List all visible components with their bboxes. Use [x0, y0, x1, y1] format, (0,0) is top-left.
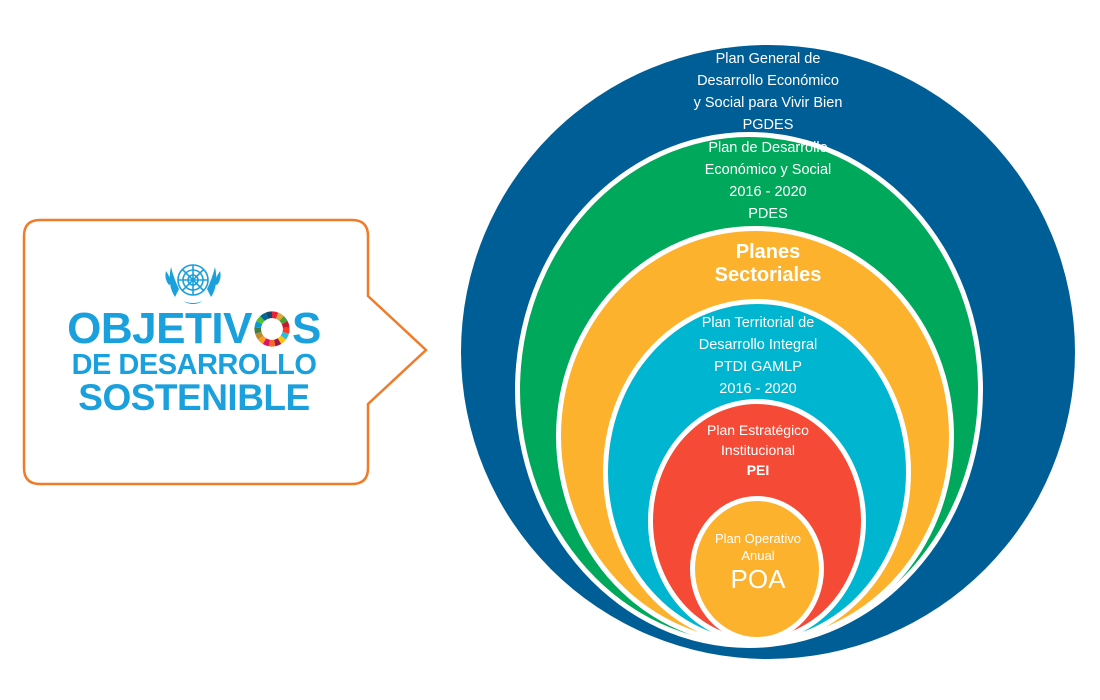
sdg-wheel-segment [260, 312, 269, 322]
logo-text-objetiv: OBJETIV [67, 304, 252, 353]
sdg-wheel-segment [280, 331, 289, 340]
logo-line-de-desarrollo: DE DESARROLLO [71, 349, 317, 381]
sdg-wheel-segment [256, 316, 265, 325]
sdg-wheel-segment [254, 327, 262, 334]
label-ptdi-line: Desarrollo Integral [698, 337, 818, 353]
sdg-wheel-segment [257, 335, 267, 344]
logo-line-sostenible: SOSTENIBLE [78, 377, 310, 418]
label-pgdes-line: PGDES [742, 117, 794, 133]
label-pgdes: Plan General de Desarrollo Económico y S… [668, 48, 868, 136]
label-ptdi-line: Plan Territorial de [701, 315, 815, 331]
ring-poa [690, 496, 824, 642]
un-emblem-icon [165, 264, 221, 304]
sdg-wheel-segment [265, 311, 273, 319]
sdg-logo: OBJETIV S DE DESARROLLO SOSTENIBLE [24, 250, 364, 420]
label-ptdi: Plan Territorial de Desarrollo Integral … [658, 312, 858, 400]
logo-text-s: S [291, 304, 321, 353]
label-pdes-line: 2016 - 2020 [729, 184, 807, 200]
label-pei: Plan Estratégico Institucional PEI [658, 420, 858, 480]
label-poa: Plan Operativo Anual POA [688, 530, 828, 594]
label-pgdes-line: Desarrollo Económico [697, 73, 839, 89]
sdg-wheel-segment [282, 327, 290, 334]
label-pei-acronym: PEI [746, 462, 770, 478]
label-ptdi-line: 2016 - 2020 [719, 381, 797, 397]
sdg-wheel-segment [255, 331, 264, 340]
label-ptdi-line: PTDI GAMLP [714, 359, 802, 375]
label-pei-line: Plan Estratégico [707, 422, 809, 438]
label-pgdes-line: Plan General de [715, 51, 821, 67]
label-pdes-line: Plan de Desarrollo [708, 140, 828, 156]
sdg-wheel-segment [271, 311, 279, 319]
label-planes-line: Planes [735, 241, 801, 263]
label-planes-sectoriales: Planes Sectoriales [668, 241, 868, 287]
callout-outline [22, 218, 428, 486]
label-poa-line: Plan Operativo [715, 531, 801, 546]
label-poa-line: Anual [741, 548, 775, 563]
label-pdes-line: Económico y Social [704, 162, 832, 178]
sdg-color-wheel-icon [253, 310, 291, 348]
label-pgdes-line: y Social para Vivir Bien [693, 95, 843, 111]
label-pdes-line: PDES [748, 206, 788, 222]
sdg-wheel-segment [254, 321, 263, 329]
label-poa-acronym: POA [730, 564, 786, 594]
sdg-wheel-segment [262, 338, 271, 347]
label-pei-line: Institucional [721, 442, 795, 458]
label-planes-line: Sectoriales [714, 264, 822, 286]
logo-line-objetivos: OBJETIV S [24, 307, 364, 351]
sdg-wheel-segment [273, 338, 282, 347]
label-pdes: Plan de Desarrollo Económico y Social 20… [668, 137, 868, 225]
sdg-wheel-segment [277, 335, 286, 344]
sdg-wheel-segment [281, 321, 290, 329]
sdg-wheel-segment [275, 312, 284, 322]
sdg-wheel-segment [279, 316, 288, 325]
